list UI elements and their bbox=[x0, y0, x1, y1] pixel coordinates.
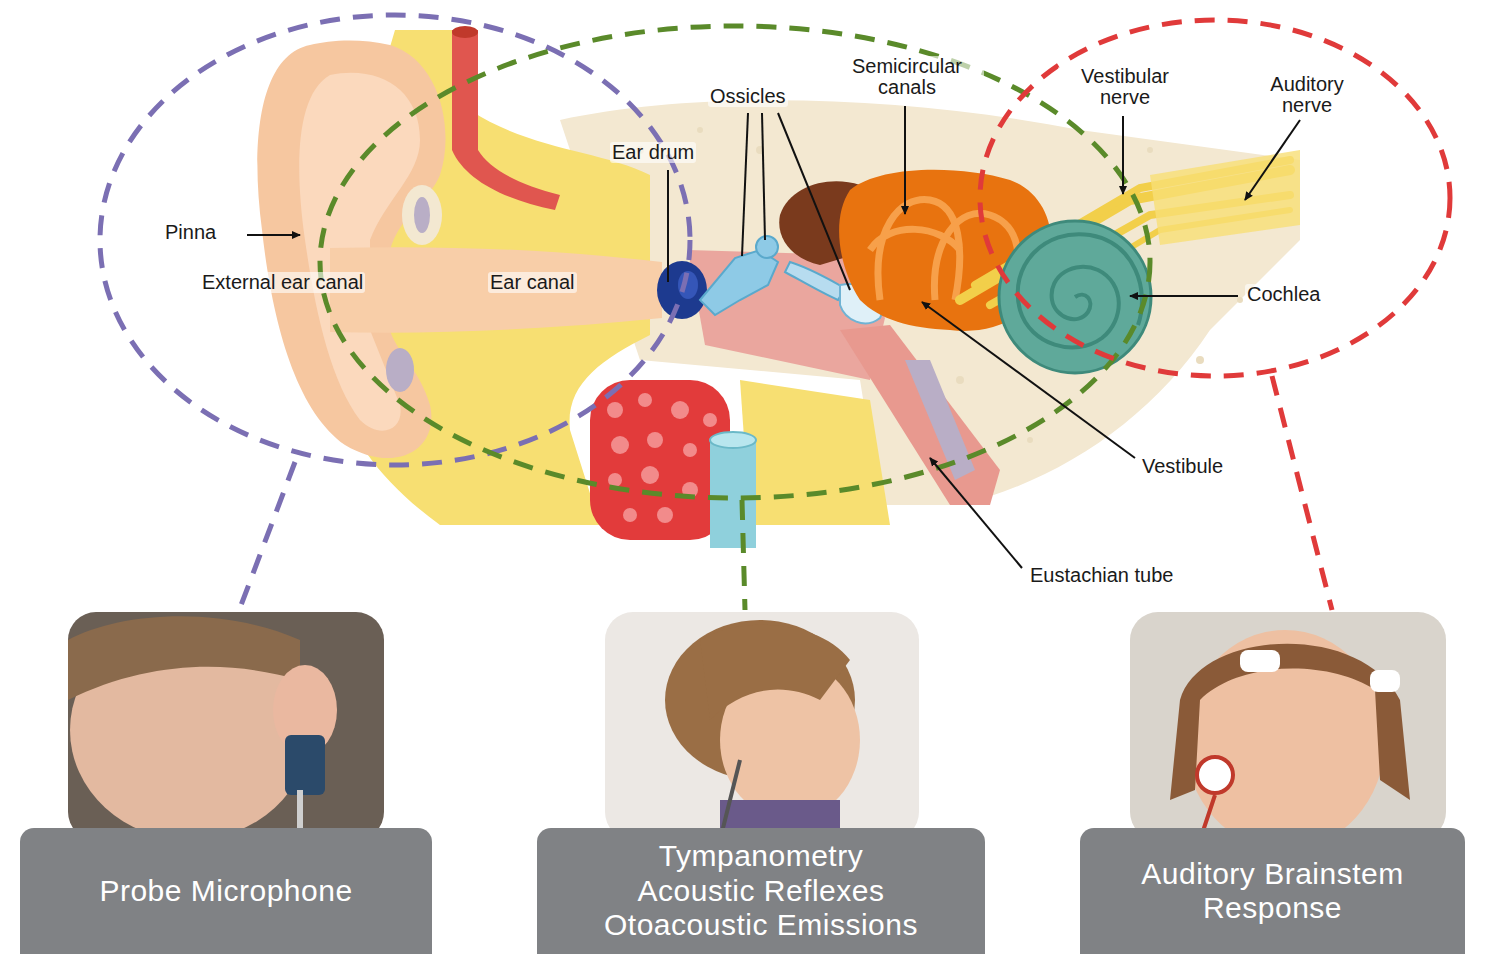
part-label: Eustachian tube bbox=[1028, 565, 1175, 586]
caption-text: Probe Microphone bbox=[99, 874, 352, 909]
caption-text: Tympanometry bbox=[659, 839, 863, 874]
test-caption-box: Auditory Brainstem Response bbox=[1080, 828, 1465, 954]
part-label: Semicircular canals bbox=[830, 56, 984, 98]
part-label: Pinna bbox=[163, 222, 218, 243]
part-label: Vestibule bbox=[1140, 456, 1225, 477]
caption-text: Auditory Brainstem Response bbox=[1092, 857, 1453, 926]
caption-text: Acoustic Reflexes bbox=[638, 874, 885, 909]
part-label: Ear drum bbox=[610, 142, 696, 163]
test-caption-box: TympanometryAcoustic ReflexesOtoacoustic… bbox=[537, 828, 985, 954]
part-label: External ear canal bbox=[200, 272, 365, 293]
part-label: Vestibular nerve bbox=[1058, 66, 1192, 108]
part-label: Ear canal bbox=[488, 272, 577, 293]
part-label: Auditory nerve bbox=[1245, 74, 1369, 116]
part-label: Ossicles bbox=[708, 86, 788, 107]
test-caption-box: Probe Microphone bbox=[20, 828, 432, 954]
part-label: Cochlea bbox=[1245, 284, 1322, 305]
caption-text: Otoacoustic Emissions bbox=[604, 908, 918, 943]
